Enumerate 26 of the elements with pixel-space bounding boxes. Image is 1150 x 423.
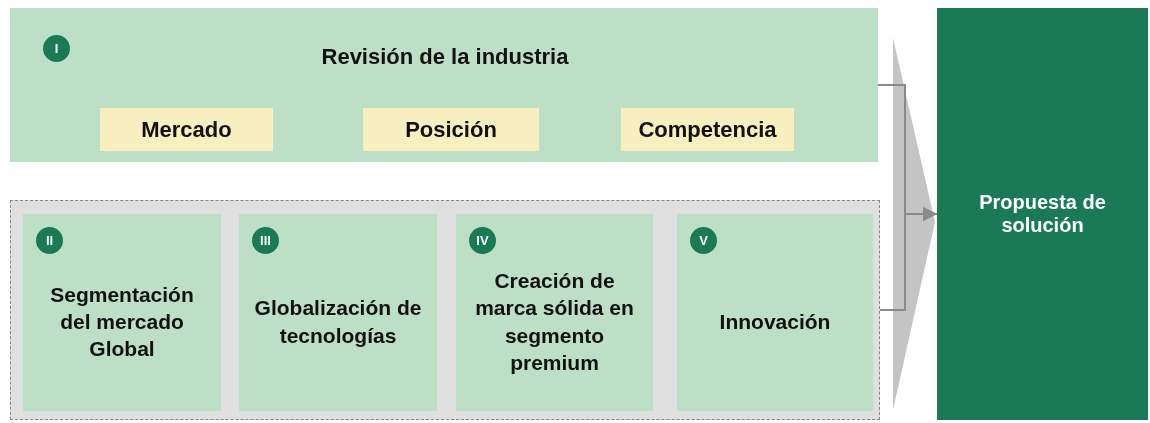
panel-heading: Revisión de la industria: [320, 44, 570, 70]
category-box: [363, 108, 539, 151]
strategy-card: [239, 214, 437, 411]
category-label: Posición: [405, 116, 497, 143]
solution-box: [937, 8, 1148, 420]
strategy-card: [456, 214, 653, 411]
result-label: Propuesta de solución: [978, 191, 1107, 237]
number-badge: I: [43, 35, 70, 62]
strategies-panel: [10, 200, 880, 420]
category-box: [621, 108, 794, 151]
category-label: Competencia: [638, 116, 777, 143]
strategy-card: [23, 214, 221, 411]
number-badge: III: [252, 227, 279, 254]
strategy-label: Segmentación del mercado Global: [49, 281, 195, 363]
strategy-label: Innovación: [719, 308, 831, 335]
industry-panel: [10, 8, 878, 162]
strategy-label: Globalización de tecnologías: [253, 295, 423, 349]
strategy-card: [677, 214, 873, 411]
number-badge: IV: [469, 227, 496, 254]
category-label: Mercado: [141, 116, 232, 143]
number-badge: II: [36, 227, 63, 254]
chevron-arrow: [893, 38, 935, 410]
arrow: [879, 207, 938, 311]
category-box: [100, 108, 273, 151]
number-badge: V: [690, 227, 717, 254]
strategy-label: Creación de marca sólida en segmento premium: [474, 267, 635, 376]
